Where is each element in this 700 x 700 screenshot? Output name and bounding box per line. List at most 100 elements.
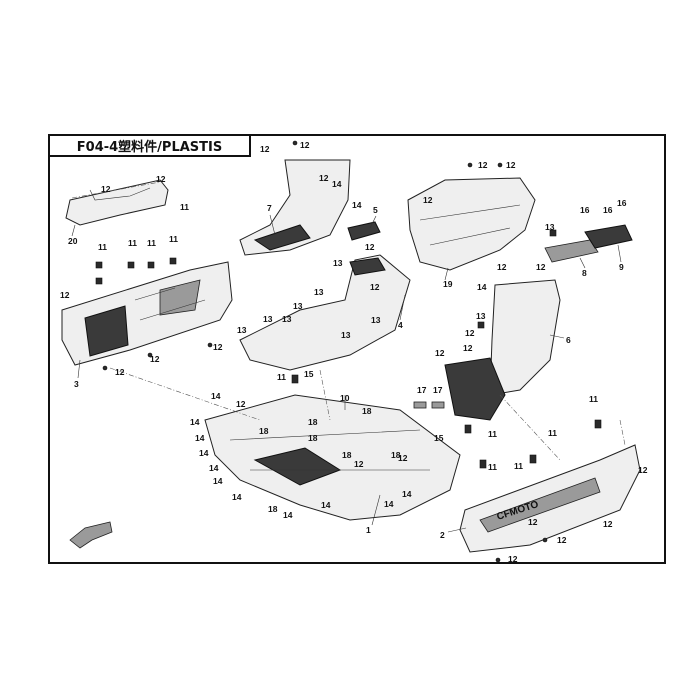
front-arrow-icon [69, 521, 113, 549]
callout-5: 5 [373, 205, 378, 215]
callout-12s: 12 [435, 348, 445, 358]
callout-14n: 14 [402, 489, 412, 499]
part-19-storage-tub [407, 177, 536, 271]
callout-labels: 1 2 3 4 5 6 7 8 9 10 11 11 11 11 11 11 1… [60, 140, 648, 564]
callout-11c: 11 [147, 238, 156, 248]
callout-11f: 11 [277, 372, 286, 382]
callout-13g: 13 [341, 330, 351, 340]
callout-12r: 12 [465, 328, 475, 338]
callout-12v: 12 [398, 453, 408, 463]
callout-12h: 12 [300, 140, 310, 150]
callout-13a: 13 [263, 314, 273, 324]
callout-11g: 11 [488, 429, 497, 439]
part-6-right-rear-panel [444, 279, 561, 421]
callout-4: 4 [398, 320, 403, 330]
callout-13e: 13 [314, 287, 324, 297]
callout-12a: 12 [60, 290, 70, 300]
callout-2: 2 [440, 530, 445, 540]
callout-14f: 14 [195, 433, 205, 443]
callout-11j: 11 [548, 428, 557, 438]
callout-18a: 18 [259, 426, 269, 436]
callout-6: 6 [566, 335, 571, 345]
callout-12n: 12 [370, 282, 380, 292]
callout-16c: 16 [617, 198, 627, 208]
callout-11h: 11 [488, 462, 497, 472]
callout-13c: 13 [282, 314, 292, 324]
part-7-seat-frame [239, 159, 351, 256]
callout-14e: 14 [190, 417, 200, 427]
callout-13i: 13 [545, 222, 555, 232]
callout-1: 1 [366, 525, 371, 535]
callout-18e: 18 [342, 450, 352, 460]
callout-19: 19 [443, 279, 453, 289]
part-2-right-cover: CFMOTO [459, 444, 641, 553]
callout-16a: 16 [580, 205, 590, 215]
part-1-floor-pan [204, 394, 461, 521]
callout-12p: 12 [536, 262, 546, 272]
callout-11e: 11 [180, 202, 189, 212]
callout-13h: 13 [371, 315, 381, 325]
callout-14b: 14 [352, 200, 362, 210]
callout-12i: 12 [319, 173, 329, 183]
callout-18f: 18 [391, 450, 401, 460]
callout-12j: 12 [478, 160, 488, 170]
callout-9: 9 [619, 262, 624, 272]
part-4-console [239, 254, 411, 371]
callout-12c: 12 [150, 354, 160, 364]
callout-13d: 13 [293, 301, 303, 311]
callout-18c: 18 [308, 433, 318, 443]
callout-12e: 12 [101, 184, 111, 194]
part-3-left-cover [61, 261, 233, 366]
callout-18b: 18 [308, 417, 318, 427]
fasteners [95, 140, 602, 563]
callout-14c: 14 [477, 282, 487, 292]
part-8-tray [544, 239, 599, 263]
callout-12y: 12 [603, 519, 613, 529]
callout-13b: 13 [237, 325, 247, 335]
callout-14d: 14 [211, 391, 221, 401]
callout-13f: 13 [333, 258, 343, 268]
callout-12g: 12 [260, 144, 270, 154]
part-9-tray [584, 224, 633, 249]
callout-11i: 11 [514, 461, 523, 471]
callout-12f: 12 [156, 174, 166, 184]
callout-12z: 12 [508, 554, 518, 564]
callout-14i: 14 [213, 476, 223, 486]
callout-14a: 14 [332, 179, 342, 189]
callout-12-right: 12 [638, 465, 648, 475]
callout-12k: 12 [506, 160, 516, 170]
callout-12d: 12 [213, 342, 223, 352]
part-5-small-cover [347, 221, 381, 241]
callout-7: 7 [267, 203, 272, 213]
part-20-panel [65, 179, 169, 226]
callout-18g: 18 [268, 504, 278, 514]
callout-17b: 17 [433, 385, 443, 395]
callout-16b: 16 [603, 205, 613, 215]
callout-12b: 12 [115, 367, 125, 377]
callout-12x: 12 [557, 535, 567, 545]
callout-14h: 14 [209, 463, 219, 473]
callout-12t: 12 [236, 399, 246, 409]
callout-11a: 11 [98, 242, 107, 252]
callout-8: 8 [582, 268, 587, 278]
callout-11b: 11 [128, 238, 137, 248]
diagram-title: F04-4塑料件/PLASTIS [48, 134, 251, 157]
callout-17a: 17 [417, 385, 427, 395]
callout-12w: 12 [528, 517, 538, 527]
callout-12q: 12 [463, 343, 473, 353]
callout-11d: 11 [169, 234, 178, 244]
callout-3: 3 [74, 379, 79, 389]
callout-14j: 14 [232, 492, 242, 502]
callout-11k: 11 [589, 394, 598, 404]
callout-12u: 12 [354, 459, 364, 469]
callout-14g: 14 [199, 448, 209, 458]
part-17-clips [413, 401, 445, 409]
callout-18d: 18 [362, 406, 372, 416]
callout-14k: 14 [283, 510, 293, 520]
callout-14l: 14 [321, 500, 331, 510]
callout-15a: 15 [304, 369, 314, 379]
callout-14m: 14 [384, 499, 394, 509]
leader-lines [71, 214, 622, 533]
callout-15b: 15 [434, 433, 444, 443]
